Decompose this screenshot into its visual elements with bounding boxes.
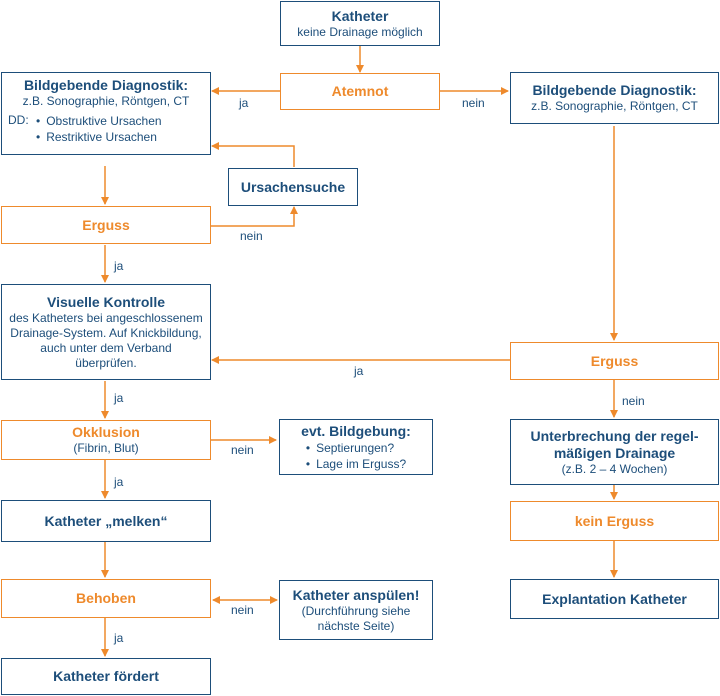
box-katheter-anspuelen: Katheter anspülen! (Durchführung siehe n… [279,580,433,640]
box-behoben: Behoben [1,579,211,618]
arrow-erguss-ursachensuche [211,206,298,227]
label-ja: ja [114,259,124,273]
unterbrechung-sub: (z.B. 2 – 4 Wochen) [561,461,668,476]
okklusion-title: Okklusion [72,424,140,440]
box-okklusion: Okklusion (Fibrin, Blut) [1,420,211,460]
label-ja: ja [114,475,124,489]
box-erguss-left: Erguss [1,206,211,244]
melken-title: Katheter „melken“ [44,512,168,529]
foerdert-title: Katheter fördert [53,668,159,684]
katheter-title: Katheter [331,7,389,24]
erguss-right-title: Erguss [590,352,639,369]
dd-list: Obstruktive Ursachen Restriktive Ursache… [36,113,162,145]
behoben-title: Behoben [76,590,136,606]
kein-erguss-title: kein Erguss [574,512,655,529]
katheter-sub: keine Drainage möglich [297,24,423,39]
box-unterbrechung: Unterbrechung der regel-mäßigen Drainage… [510,419,719,485]
bildgebung-list: Septierungen? Lage im Erguss? [306,440,406,472]
label-nein: nein [240,229,263,243]
dd-item: Obstruktive Ursachen [36,113,161,129]
explantation-title: Explantation Katheter [542,590,687,607]
box-erguss-right: Erguss [510,342,719,380]
box-katheter-melken: Katheter „melken“ [1,500,211,542]
label-nein: nein [462,96,485,110]
dd-item: Restriktive Ursachen [36,129,162,145]
anspuelen-sub: (Durchführung siehe nächste Seite) [301,603,411,633]
box-explantation: Explantation Katheter [510,579,719,619]
box-visuelle-kontrolle: Visuelle Kontrolle des Katheters bei ang… [1,284,211,380]
box-kein-erguss: kein Erguss [510,501,719,541]
label-ja: ja [114,391,124,405]
bildgebung-item: Lage im Erguss? [306,456,406,472]
label-ja: ja [354,364,364,378]
bild-left-title: Bildgebende Diagnostik: [23,77,189,93]
box-bildgebende-right: Bildgebende Diagnostik: z.B. Sonographie… [510,72,719,124]
box-evt-bildgebung: evt. Bildgebung: Septierungen? Lage im E… [279,419,433,475]
arrow-ursachensuche-bild [211,142,295,167]
label-nein: nein [622,394,645,408]
bildgebung-item: Septierungen? [306,440,406,456]
visuelle-title: Visuelle Kontrolle [47,293,165,310]
anspuelen-title: Katheter anspülen! [292,586,420,603]
visuelle-sub: des Katheters bei angeschlossenem Draina… [9,310,203,370]
box-bildgebende-left: Bildgebende Diagnostik: z.B. Sonographie… [1,72,211,155]
ursachensuche-title: Ursachensuche [240,178,346,195]
bild-right-sub: z.B. Sonographie, Röntgen, CT [531,99,698,113]
bild-left-sub: z.B. Sonographie, Röntgen, CT [22,94,190,108]
atemnot-title: Atemnot [331,83,389,99]
erguss-left-title: Erguss [82,216,130,233]
box-katheter-foerdert: Katheter fördert [1,658,211,695]
bild-right-title: Bildgebende Diagnostik: [532,82,697,98]
box-ursachensuche: Ursachensuche [228,168,358,206]
okklusion-sub: (Fibrin, Blut) [73,441,139,455]
label-nein: nein [231,443,254,457]
label-ja: ja [114,631,124,645]
label-ja: ja [239,96,249,110]
box-atemnot: Atemnot [280,73,440,110]
bildgebung-title: evt. Bildgebung: [301,422,411,439]
dd-label: DD: [8,113,29,127]
unterbrechung-title: Unterbrechung der regel-mäßigen Drainage [530,427,699,461]
box-katheter: Katheter keine Drainage möglich [280,1,440,46]
label-nein: nein [231,603,254,617]
